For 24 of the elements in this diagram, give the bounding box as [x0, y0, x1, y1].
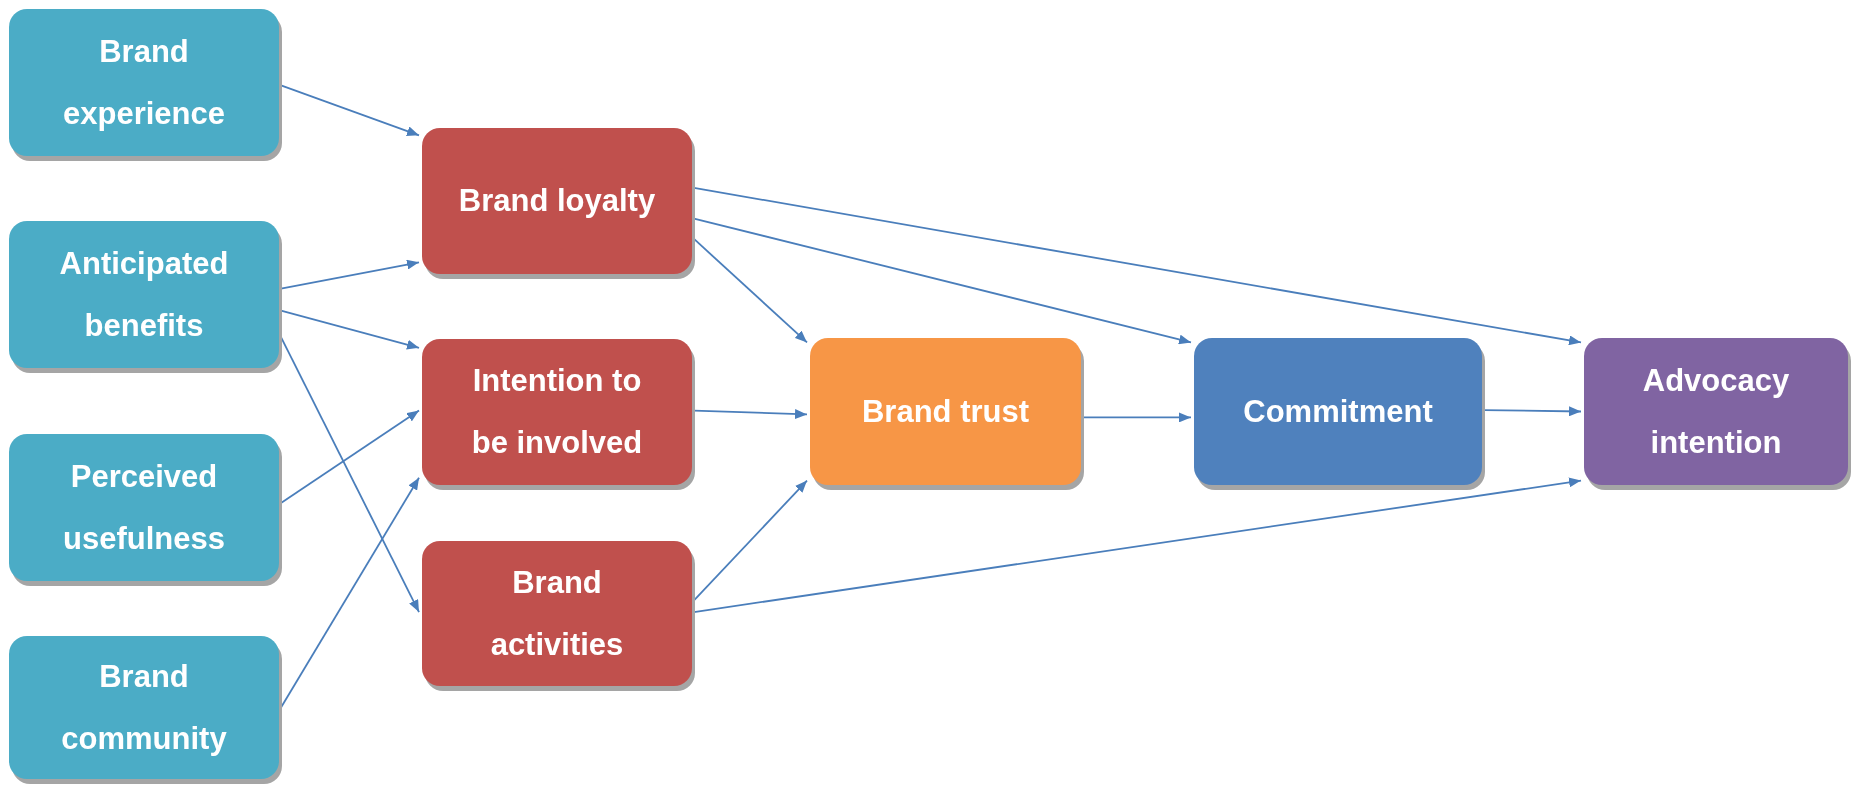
arrow	[693, 186, 1582, 346]
node-label: Intention to be involved	[470, 362, 644, 462]
node-label: Brand experience	[62, 32, 226, 133]
arrow	[693, 217, 1192, 345]
arrow	[693, 479, 808, 602]
node-label: Brand activities	[489, 563, 625, 664]
node-label: Perceived usefulness	[62, 457, 226, 558]
node-label: Brand community	[60, 657, 228, 758]
arrow	[280, 309, 420, 350]
arrow	[1483, 406, 1582, 417]
arrow	[280, 336, 420, 613]
node-label: Brand loyalty	[458, 182, 656, 220]
node-label: Anticipated benefits	[58, 244, 230, 345]
arrow	[280, 259, 420, 290]
arrow	[693, 409, 808, 419]
arrow	[693, 238, 808, 344]
node-label: Advocacy intention	[1641, 361, 1791, 462]
arrow	[280, 409, 420, 504]
arrow	[280, 84, 420, 137]
node-label: Brand trust	[861, 392, 1030, 431]
arrow	[1082, 412, 1192, 423]
node-label: Commitment	[1243, 392, 1433, 431]
arrow	[693, 477, 1582, 613]
arrow	[280, 476, 420, 709]
